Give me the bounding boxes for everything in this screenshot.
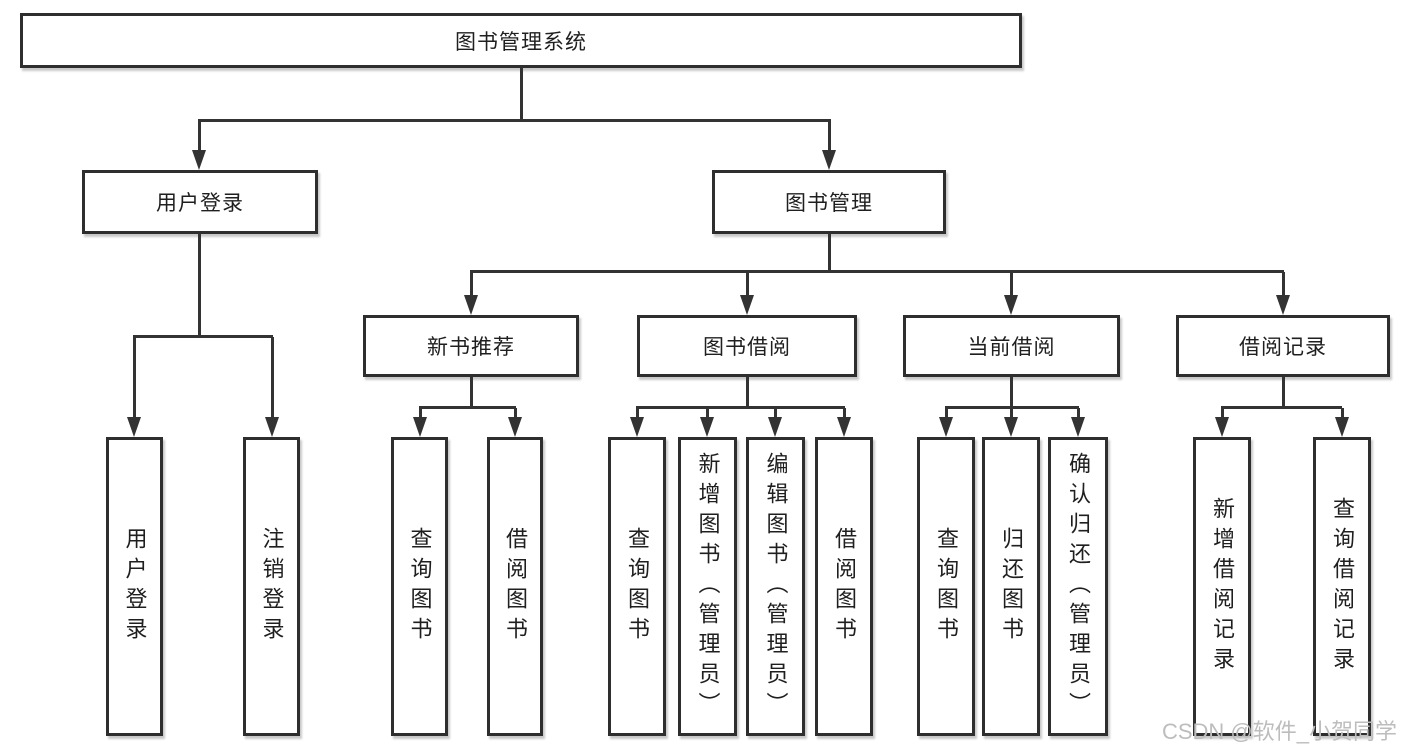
connector-line — [520, 68, 523, 120]
arrow-down-icon — [127, 417, 141, 437]
leaf-query-books-3: 查询图书 — [917, 437, 975, 736]
arrow-down-icon — [192, 150, 206, 170]
arrow-down-icon — [939, 417, 953, 437]
node-new-book-recommend: 新书推荐 — [363, 315, 579, 377]
node-book-borrowing: 图书借阅 — [637, 315, 857, 377]
node-user-login: 用户登录 — [82, 170, 318, 234]
connector-line — [1221, 408, 1224, 418]
connector-line — [945, 406, 1079, 409]
node-label: 查询图书 — [407, 526, 433, 647]
node-label: 用户登录 — [122, 526, 148, 647]
connector-line — [843, 408, 846, 418]
node-label: 查询图书 — [625, 526, 650, 647]
leaf-query-books-2: 查询图书 — [608, 437, 666, 736]
node-label: 图书管理系统 — [455, 30, 587, 54]
arrow-down-icon — [1004, 417, 1018, 437]
leaf-query-borrow-record: 查询借阅记录 — [1313, 437, 1371, 736]
connector-line — [1010, 408, 1013, 418]
leaf-confirm-return-admin: 确认归还（管理员） — [1048, 437, 1108, 736]
arrow-down-icon — [822, 150, 836, 170]
node-label: 新增图书（管理员） — [695, 451, 721, 722]
arrow-down-icon — [740, 295, 754, 315]
arrow-down-icon — [464, 295, 478, 315]
node-label: 借阅图书 — [503, 526, 528, 647]
leaf-return-book: 归还图书 — [982, 437, 1040, 736]
arrow-down-icon — [1276, 295, 1290, 315]
connector-line — [271, 337, 274, 417]
node-borrowing-records: 借阅记录 — [1176, 315, 1390, 377]
node-label: 编辑图书（管理员） — [763, 451, 789, 722]
connector-line — [470, 377, 473, 407]
connector-line — [133, 335, 273, 338]
connector-line — [198, 234, 201, 336]
arrow-down-icon — [837, 417, 851, 437]
connector-line — [1010, 272, 1013, 296]
leaf-add-borrow-record: 新增借阅记录 — [1193, 437, 1251, 736]
node-label: 注销登录 — [259, 526, 285, 647]
arrow-down-icon — [700, 417, 714, 437]
node-current-borrowing: 当前借阅 — [903, 315, 1120, 377]
connector-line — [706, 408, 709, 418]
leaf-logout: 注销登录 — [243, 437, 300, 736]
node-label: 图书管理 — [785, 192, 873, 215]
connector-line — [198, 119, 831, 122]
connector-line — [828, 121, 831, 151]
leaf-user-login: 用户登录 — [106, 437, 163, 736]
node-label: 当前借阅 — [967, 336, 1056, 359]
watermark: CSDN @软件_小贺同学 — [1161, 719, 1397, 744]
connector-line — [945, 408, 948, 418]
connector-line — [1077, 408, 1080, 418]
node-label: 查询借阅记录 — [1330, 496, 1355, 677]
leaf-add-book-admin: 新增图书（管理员） — [678, 437, 737, 736]
arrow-down-icon — [508, 417, 522, 437]
node-label: 借阅图书 — [832, 526, 857, 647]
connector-line — [746, 377, 749, 407]
connector-line — [1282, 377, 1285, 407]
connector-line — [746, 272, 749, 296]
arrow-down-icon — [413, 417, 427, 437]
node-label: 用户登录 — [156, 192, 244, 215]
node-label: 新书推荐 — [427, 336, 515, 359]
connector-line — [828, 234, 831, 271]
node-label: 确认归还（管理员） — [1066, 451, 1091, 722]
arrow-down-icon — [1335, 417, 1349, 437]
connector-line — [636, 408, 639, 418]
node-label: 查询图书 — [934, 526, 959, 647]
node-book-management: 图书管理 — [712, 170, 946, 234]
arrow-down-icon — [630, 417, 644, 437]
connector-line — [514, 408, 517, 418]
node-label: 新增借阅记录 — [1210, 496, 1235, 677]
leaf-borrow-books-1: 借阅图书 — [487, 437, 543, 736]
connector-line — [774, 408, 777, 418]
connector-line — [1341, 408, 1344, 418]
node-library-management-system: 图书管理系统 — [20, 13, 1022, 68]
arrow-down-icon — [265, 417, 279, 437]
connector-line — [1010, 377, 1013, 407]
connector-line — [636, 406, 845, 409]
leaf-borrow-books-2: 借阅图书 — [815, 437, 873, 736]
arrow-down-icon — [1071, 417, 1085, 437]
arrow-down-icon — [768, 417, 782, 437]
arrow-down-icon — [1004, 295, 1018, 315]
connector-line — [470, 270, 1284, 273]
connector-line — [198, 121, 201, 151]
connector-line — [133, 337, 136, 417]
leaf-query-books-1: 查询图书 — [391, 437, 448, 736]
node-label: 借阅记录 — [1239, 336, 1327, 359]
arrow-down-icon — [1215, 417, 1229, 437]
connector-line — [1282, 272, 1285, 296]
leaf-edit-book-admin: 编辑图书（管理员） — [746, 437, 805, 736]
connector-line — [419, 408, 422, 418]
node-label: 图书借阅 — [703, 336, 791, 359]
connector-line — [1221, 406, 1342, 409]
connector-line — [470, 272, 473, 296]
node-label: 归还图书 — [999, 526, 1024, 647]
connector-line — [419, 406, 516, 409]
